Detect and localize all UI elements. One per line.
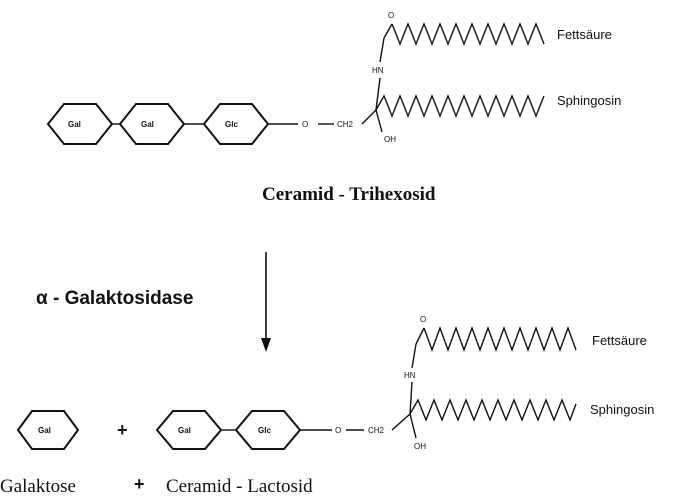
- bottom-fatty-acid-label: Fettsäure: [592, 333, 647, 348]
- bottom-hex-free-gal: [16, 410, 80, 450]
- top-c-to-nh: [375, 77, 381, 111]
- bottom-sugar-label-2: Glc: [258, 426, 271, 435]
- bottom-sphingosine-chain: [409, 398, 577, 422]
- bottom-nh-to-ch2: [411, 343, 417, 369]
- top-molecule: Gal Gal Glc O CH2 HN OH O Fettsäure Sphi…: [46, 11, 621, 145]
- bottom-linker-o: O: [335, 426, 341, 435]
- top-fatty-acid-label: Fettsäure: [557, 27, 612, 42]
- bottom-fatty-acid-chain: [423, 325, 577, 353]
- bottom-plus-symbol: +: [117, 420, 128, 440]
- bottom-free-sugar-label: Gal: [38, 426, 51, 435]
- enzyme-label: α - Galaktosidase: [36, 288, 193, 309]
- caption-plus: +: [134, 474, 145, 494]
- top-sugar-label-3: Glc: [225, 120, 238, 129]
- bottom-c-to-oh: [409, 413, 417, 439]
- top-fatty-acid-chain: [391, 22, 545, 46]
- bottom-sugar-label-1: Gal: [178, 426, 191, 435]
- bottom-oh: OH: [414, 442, 426, 451]
- top-linker-o: O: [302, 120, 308, 129]
- caption-ceramid-lactosid: Ceramid - Lactosid: [166, 476, 313, 496]
- top-sphingosine-chain: [375, 94, 545, 118]
- bottom-molecules: Gal + Gal Glc O CH2 HN OH O Fettsäure Sp…: [16, 315, 654, 451]
- bottom-ch2: CH2: [368, 426, 385, 435]
- top-sugar-label-2: Gal: [141, 120, 154, 129]
- top-ch2: CH2: [337, 120, 354, 129]
- bottom-nh: HN: [404, 371, 416, 380]
- top-nh: HN: [372, 66, 384, 75]
- bottom-c-to-nh: [409, 381, 413, 415]
- top-nh-to-ch2: [379, 37, 385, 63]
- caption-galaktose: Galaktose: [0, 476, 76, 496]
- bottom-carbonyl-o: O: [420, 315, 426, 324]
- top-molecule-name: Ceramid - Trihexosid: [262, 184, 436, 205]
- bottom-ch2-to-carbonyl: [415, 327, 425, 345]
- top-carbonyl-o: O: [388, 11, 394, 20]
- top-sugar-label-1: Gal: [68, 120, 81, 129]
- bottom-sphingosine-label: Sphingosin: [590, 402, 654, 417]
- top-bond-ch2-c: [361, 109, 377, 125]
- top-oh: OH: [384, 135, 396, 144]
- arrow-head: [261, 338, 271, 352]
- reaction-arrow: [261, 252, 271, 352]
- bottom-bond-ch2-c: [391, 413, 411, 431]
- top-c-to-oh: [375, 109, 383, 133]
- top-ch2-to-carbonyl: [383, 23, 393, 39]
- top-sphingosine-label: Sphingosin: [557, 93, 621, 108]
